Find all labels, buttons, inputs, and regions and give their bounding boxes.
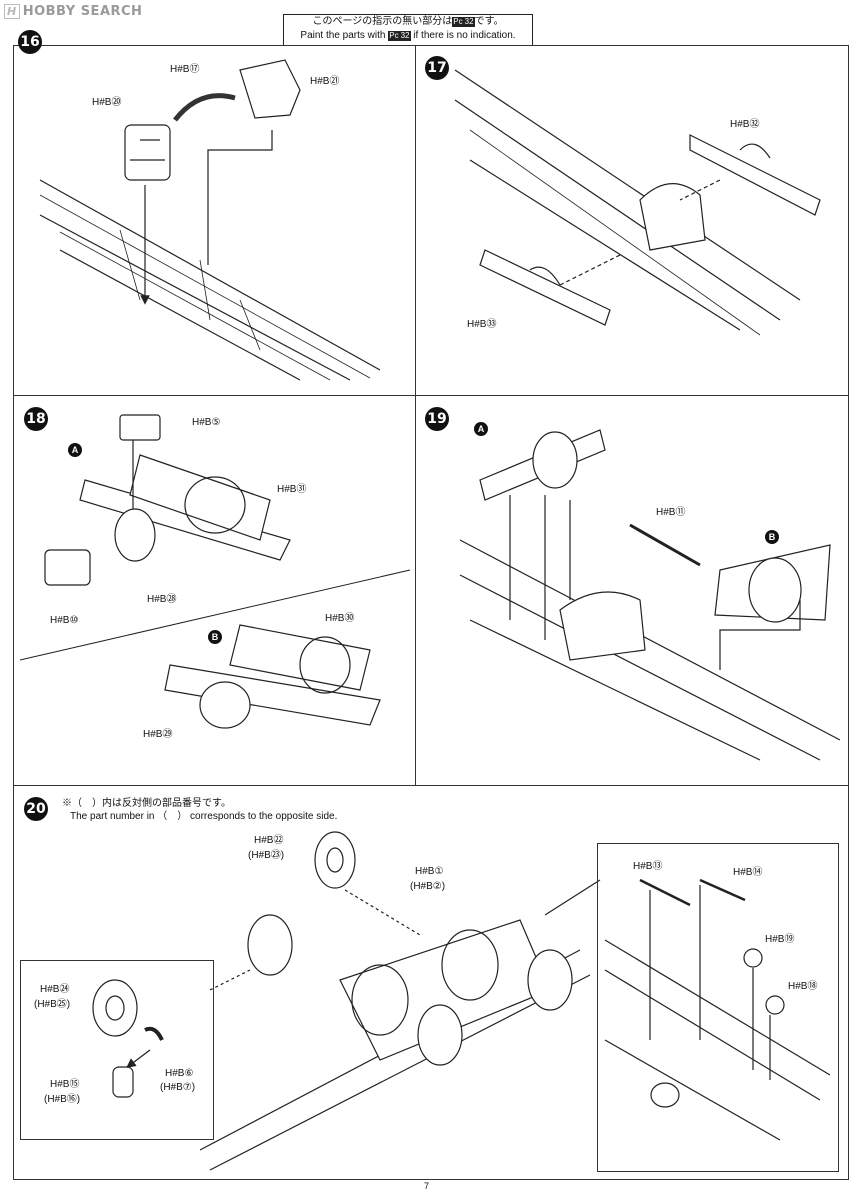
row-divider-2 (13, 785, 848, 786)
part-label: H#B㉛ (277, 484, 307, 495)
part-label: (H#B⑦) (160, 1082, 196, 1093)
part-label: H#B㉒ (254, 835, 284, 846)
row-divider-1 (13, 395, 848, 396)
wheel-detail-inset (20, 960, 214, 1140)
part-label: H#B㉚ (325, 613, 355, 624)
subassembly-a-marker: A (474, 422, 488, 436)
part-label: (H#B②) (410, 881, 446, 892)
part-label: H#B⑰ (170, 64, 200, 75)
step-18-number: 18 (24, 407, 48, 431)
part-label: H#B㉙ (143, 729, 173, 740)
part-label: H#B① (415, 866, 444, 877)
suspension-detail-inset (597, 843, 839, 1172)
part-label: H#B⑮ (50, 1079, 80, 1090)
opposite-side-note-jp: ※（ ）内は反対側の部品番号です。 (62, 798, 231, 809)
part-label: H#B⑬ (633, 861, 663, 872)
watermark-text: HOBBY SEARCH (22, 4, 143, 19)
column-divider (415, 45, 416, 785)
part-label: H#B㉘ (147, 594, 177, 605)
hobby-search-watermark: H HOBBY SEARCH (4, 4, 142, 19)
part-label: (H#B㉕) (34, 999, 71, 1010)
step-17-number: 17 (425, 56, 449, 80)
step-19-number: 19 (425, 407, 449, 431)
opposite-side-note-en: The part number in （ ） corresponds to th… (70, 811, 338, 822)
part-label: (H#B㉓) (248, 850, 285, 861)
subassembly-b-marker: B (208, 630, 222, 644)
step-20-number: 20 (24, 797, 48, 821)
part-label: H#B⑥ (165, 1068, 194, 1079)
part-label: H#B⑳ (92, 97, 122, 108)
step-16-number: 16 (18, 30, 42, 54)
part-label: H#B⑭ (733, 867, 763, 878)
part-label: H#B⑪ (656, 507, 686, 518)
part-label: (H#B⑯) (44, 1094, 81, 1105)
part-label: H#B⑤ (192, 417, 221, 428)
part-label: H#B㉝ (467, 319, 497, 330)
watermark-logo: H (4, 4, 20, 19)
part-label: H#B㉜ (730, 119, 760, 130)
part-label: H#B⑲ (765, 934, 795, 945)
page-number: 7 (424, 1181, 430, 1191)
part-label: H#B⑩ (50, 615, 79, 626)
instruction-page-frame (13, 45, 849, 1180)
part-label: H#B㉑ (310, 76, 340, 87)
part-label: H#B㉔ (40, 984, 70, 995)
subassembly-a-marker: A (68, 443, 82, 457)
subassembly-b-marker: B (765, 530, 779, 544)
part-label: H#B⑱ (788, 981, 818, 992)
